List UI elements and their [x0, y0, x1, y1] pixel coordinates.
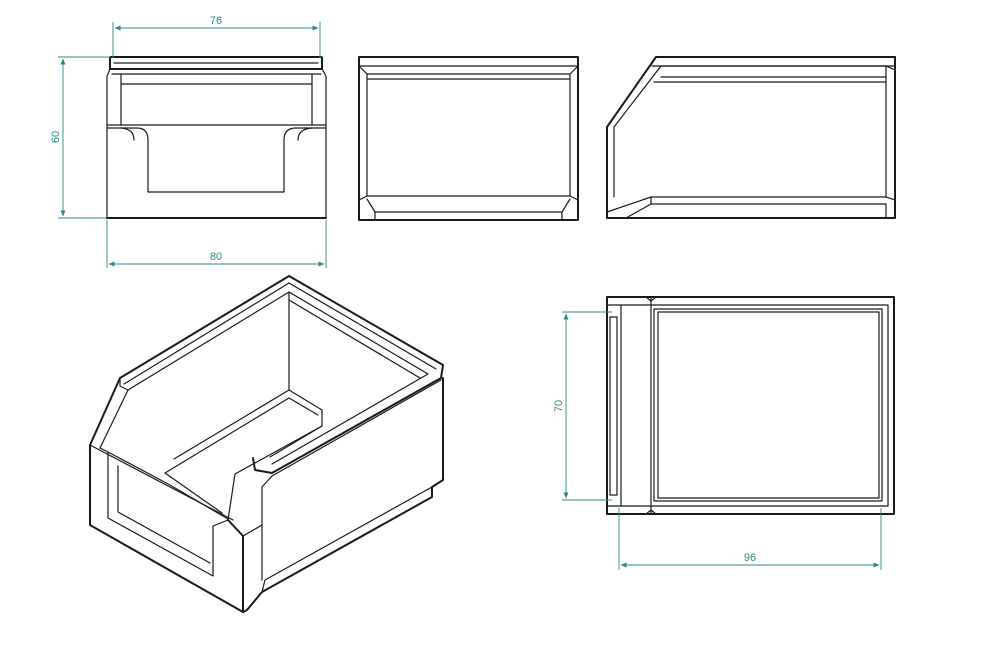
dimension-label-70: 70 — [553, 400, 565, 412]
dimension-76: 76 — [112, 15, 321, 58]
dimension-label-60: 60 — [50, 131, 62, 143]
dimension-70: 70 — [553, 311, 612, 501]
dimension-60: 60 — [50, 56, 110, 219]
dimension-label-80: 80 — [210, 251, 222, 263]
front-view — [106, 56, 327, 219]
top-view — [606, 296, 895, 515]
side-view — [606, 56, 896, 219]
isometric-view — [89, 275, 444, 613]
dimension-96: 96 — [618, 508, 882, 570]
dimension-label-96: 96 — [744, 552, 756, 564]
dimension-label-76: 76 — [210, 15, 222, 27]
rear-view — [358, 56, 579, 221]
dimension-80: 80 — [106, 220, 327, 268]
